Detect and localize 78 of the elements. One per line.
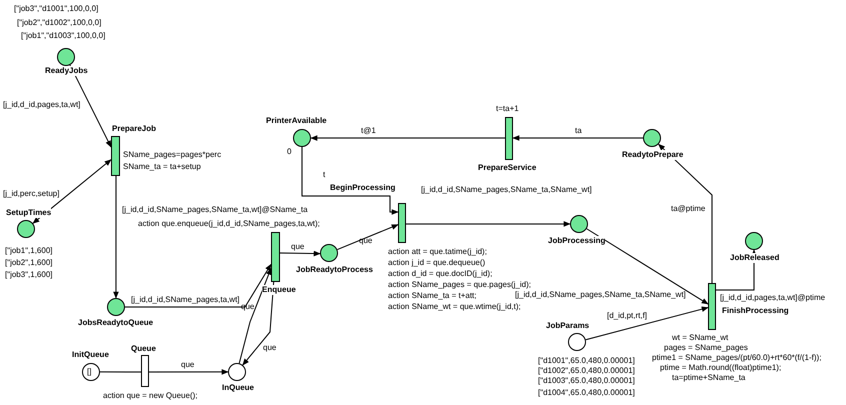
token-marking: ["job1",1,600] bbox=[5, 246, 52, 256]
token-marking: ["d1001",65.0,480,0.00001] bbox=[538, 356, 635, 366]
transition-code: ptime = Math.round((float)ptime1); bbox=[660, 363, 782, 373]
transition-code: ta=ptime+SName_ta bbox=[672, 373, 746, 383]
arc-inscription: [j_id,d_id,SName_pages,SName_ta,wt]@SName_ta bbox=[121, 205, 309, 215]
place-name: SetupTimes bbox=[6, 208, 52, 218]
arc-arrow bbox=[113, 176, 119, 299]
transition-name: Enqueue bbox=[262, 285, 296, 295]
place-name: InQueue bbox=[222, 383, 254, 393]
arc-inscription: ta@ptime bbox=[670, 204, 706, 214]
transition-code: ptime1 = SName_pages/(pt/60.0)+rt*60*(f/(1-f)); bbox=[652, 353, 822, 363]
arc-inscription: que bbox=[290, 242, 306, 252]
arc-inscription: que bbox=[180, 360, 196, 370]
arc-arrow bbox=[658, 144, 712, 284]
token-marking: ["job2","d1002",100,0,0] bbox=[17, 18, 102, 28]
token-marking: ["job1","d1003",100,0,0] bbox=[21, 31, 106, 41]
token-marking: ["d1002",65.0,480,0.00001] bbox=[538, 366, 635, 376]
arc-arrow bbox=[32, 159, 112, 224]
arc-inscription: [j_id,d_id,pages,ta,wt]@ptime bbox=[719, 293, 826, 303]
arc-arrow bbox=[512, 135, 644, 141]
arc-inscription: [j_id,d_id,SName_pages,SName_ta,SName_wt] bbox=[420, 185, 593, 195]
arc-arrow bbox=[242, 282, 274, 366]
place-name: JobReadytoProcess bbox=[296, 265, 373, 275]
arc-arrow bbox=[148, 369, 229, 375]
token-marking: [] bbox=[87, 367, 92, 377]
arc-inscription: [j_id,d_id,SName_pages,ta,wt] bbox=[130, 295, 241, 305]
token-marking: ["d1004",65.0,480,0.00001] bbox=[538, 388, 635, 398]
transition-name: BeginProcessing bbox=[330, 183, 396, 193]
transition-code: SName_pages=pages*perc bbox=[123, 150, 222, 160]
transition-code: action que = new Queue(); bbox=[103, 391, 198, 401]
arc-inscription: [j_id,d_id,SName_pages,SName_ta,SName_wt] bbox=[514, 290, 687, 300]
arc-arrow bbox=[406, 221, 571, 227]
transition-name: FinishProcessing bbox=[722, 306, 789, 316]
place-name: JobParams bbox=[546, 321, 590, 331]
arc-arrow bbox=[70, 64, 112, 148]
place-name: JobProcessing bbox=[548, 236, 606, 246]
place-name: JobsReadytoQueue bbox=[78, 318, 154, 328]
arc-inscription: ta bbox=[574, 126, 583, 136]
arc-inscription: [j_id,perc,setup] bbox=[2, 189, 60, 199]
arc-arrow bbox=[586, 228, 709, 305]
transition-code: action j_id = que.dequeue() bbox=[388, 258, 486, 268]
transition-code: action d_id = que.docID(j_id); bbox=[388, 269, 492, 279]
transition-code: wt = SName_wt bbox=[672, 333, 728, 343]
transition-code: action SName_ta = t+att; bbox=[388, 291, 476, 301]
place-name: InitQueue bbox=[72, 350, 109, 360]
token-marking: 0 bbox=[287, 147, 292, 157]
arc-inscription: t@1 bbox=[360, 126, 377, 136]
transition-code: action SName_wt = que.wtime(j_id,t); bbox=[388, 302, 521, 312]
arc-inscription: que bbox=[358, 236, 374, 246]
arc-arrow bbox=[585, 306, 709, 340]
transition-code: action att = que.tatime(j_id); bbox=[388, 247, 487, 257]
arc-arrow bbox=[310, 135, 506, 141]
token-marking: ["job3","d1001",100,0,0] bbox=[14, 4, 98, 14]
arc-arrow bbox=[716, 249, 757, 290]
transition-code: SName_ta = ta+setup bbox=[123, 162, 201, 172]
token-marking: ["job2",1,600] bbox=[5, 258, 52, 268]
arc-arrow bbox=[302, 146, 399, 215]
place-name: PrinterAvailable bbox=[266, 116, 327, 126]
transition-code: action que.enqueue(j_id,d_id,SName_pages,ta,wt); bbox=[138, 219, 320, 229]
arc-arrow bbox=[238, 268, 272, 364]
arc-arrow bbox=[280, 250, 321, 256]
token-marking: ["d1003",65.0,480,0.00001] bbox=[538, 376, 635, 386]
transition-name: PrepareService bbox=[478, 163, 536, 173]
arc-inscription: que bbox=[262, 343, 278, 353]
transition-code: t=ta+1 bbox=[496, 104, 519, 114]
transition-name: Queue bbox=[131, 344, 156, 354]
transition-code: action SName_pages = que.pages(j_id); bbox=[388, 280, 531, 290]
arc-arrow bbox=[336, 224, 399, 250]
arc-inscription: [j_id,d_id,pages,ta,wt] bbox=[2, 100, 82, 110]
place-name: ReadytoPrepare bbox=[622, 150, 684, 160]
transition-code: pages = SName_pages bbox=[664, 343, 748, 353]
arc-arrow bbox=[124, 264, 272, 308]
arc-inscription: t bbox=[322, 170, 326, 180]
place-name: JobReleased bbox=[730, 253, 780, 263]
place-name: ReadyJobs bbox=[45, 66, 88, 76]
token-marking: ["job3",1,600] bbox=[5, 270, 52, 280]
transition-name: PrepareJob bbox=[112, 124, 156, 134]
arc-inscription: [d_id,pt,rt,f] bbox=[606, 311, 648, 321]
